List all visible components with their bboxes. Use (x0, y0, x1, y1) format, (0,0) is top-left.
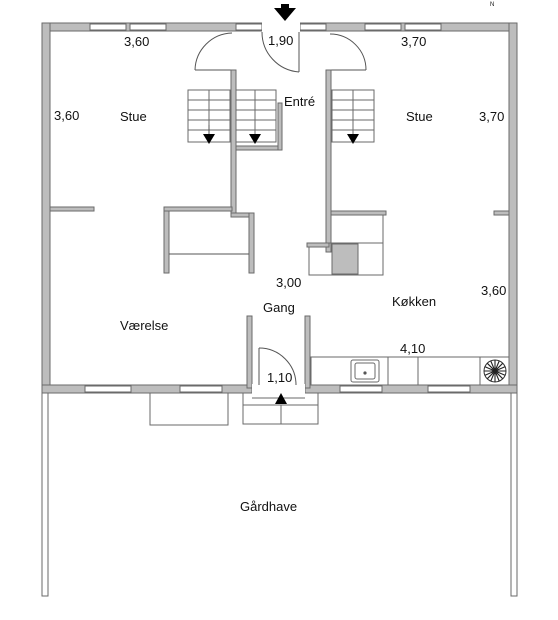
room-label-kokken: Køkken (392, 294, 436, 309)
stair-down-arrow-icon (203, 134, 215, 144)
dimension-kitchen-counter: 4,10 (400, 341, 425, 356)
stove-fan-icon (483, 359, 507, 383)
dimension-back-door: 1,10 (267, 370, 292, 385)
wall-corridor-left (246, 315, 253, 389)
window (235, 23, 263, 31)
room-label-stue-right: Stue (406, 109, 433, 124)
window (179, 385, 223, 393)
back-door (242, 347, 319, 425)
wardrobe (163, 206, 255, 274)
door-opening (262, 22, 300, 32)
stairs-right (331, 89, 375, 144)
wall-entry-right (325, 69, 332, 253)
wall-entry-mid-vert (277, 102, 283, 151)
dimension-right-side-lower: 3,60 (481, 283, 506, 298)
counter (310, 356, 510, 386)
courtyard-wall-left (41, 392, 49, 597)
windows-bottom (84, 385, 471, 393)
window (89, 23, 127, 31)
dimension-right-side-upper: 3,70 (479, 109, 504, 124)
room-label-vaerelse: Værelse (120, 318, 168, 333)
window (339, 385, 383, 393)
exit-arrow-icon (275, 393, 287, 404)
wall-stub-right (493, 210, 510, 216)
outer-walls (41, 22, 518, 394)
entry-walls (230, 69, 332, 253)
dimension-corridor: 3,00 (276, 275, 301, 290)
wall-wardrobe-left (163, 206, 170, 274)
room-label-gardhave: Gårdhave (240, 499, 297, 514)
dimension-left-side: 3,60 (54, 108, 79, 123)
wall-right (508, 22, 518, 394)
sink (350, 359, 380, 383)
wall-stub-left (49, 206, 95, 212)
stair-down-arrow-icon (347, 134, 359, 144)
garden-bench (149, 392, 229, 426)
wall-kitchen-top (330, 210, 387, 216)
door-swing-right (329, 33, 367, 71)
stairs-left (187, 89, 231, 144)
sink-drain (363, 371, 367, 375)
dimension-top-left: 3,60 (124, 34, 149, 49)
room-label-stue-left: Stue (120, 109, 147, 124)
window (299, 23, 327, 31)
wall-wardrobe-top (163, 206, 233, 212)
window (404, 23, 442, 31)
window (84, 385, 132, 393)
wall-corridor-right (304, 315, 311, 389)
wall-entry-left (230, 69, 237, 218)
stairs-middle (235, 89, 277, 144)
courtyard-wall-right (510, 392, 518, 597)
room-label-entre: Entré (284, 94, 315, 109)
wall-bottom-right (304, 384, 518, 394)
wall-left (41, 22, 51, 394)
kitchen-upper (306, 210, 387, 276)
door-swing (261, 31, 300, 73)
door-swing-left (194, 32, 233, 71)
stair-down-arrow-icon (249, 134, 261, 144)
sink-basin (354, 362, 376, 380)
dimension-entrance-door: 1,90 (268, 33, 293, 48)
window (364, 23, 402, 31)
entrance-arrow-icon (274, 8, 296, 21)
kitchen-appliance (331, 243, 359, 275)
entrance-door (261, 4, 300, 73)
north-marker: N (490, 2, 494, 8)
wall-wardrobe-right (248, 212, 255, 274)
kitchen-cabinet (308, 242, 384, 276)
door-swing (258, 347, 297, 386)
interior-doors-top (194, 32, 367, 71)
window (129, 23, 167, 31)
entrance-arrow-stem (281, 4, 289, 10)
dimension-top-right: 3,70 (401, 34, 426, 49)
room-label-gang: Gang (263, 300, 295, 315)
kitchen-counter (310, 356, 510, 386)
wall-entry-mid (235, 145, 283, 151)
wall-kitchen-stub (306, 242, 330, 248)
door-opening (252, 384, 305, 394)
windows-top (89, 23, 442, 31)
courtyard (41, 392, 518, 597)
window (427, 385, 471, 393)
